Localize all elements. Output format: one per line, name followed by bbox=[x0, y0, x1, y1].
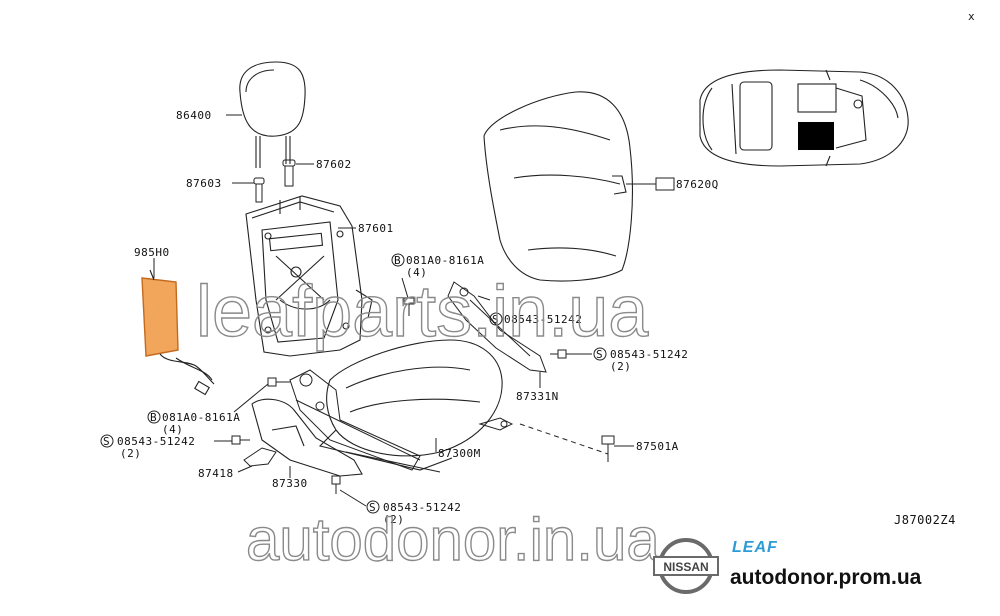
svg-text:S: S bbox=[596, 348, 603, 361]
label-08543-bottom-qty: (2) bbox=[383, 513, 404, 526]
headrest-guide-87603 bbox=[253, 177, 265, 203]
screw-marker-right: S bbox=[593, 347, 607, 361]
bolt-icon-87501A bbox=[601, 435, 615, 462]
label-985H0: 985H0 bbox=[134, 246, 170, 259]
headrest-guide-87602 bbox=[282, 159, 296, 187]
headrest-drawing bbox=[239, 61, 306, 168]
cover-87418 bbox=[243, 447, 277, 467]
label-87330: 87330 bbox=[272, 477, 308, 490]
label-08543-left: 08543-51242 bbox=[117, 435, 195, 448]
leaf-logo: LEAF bbox=[732, 539, 778, 556]
watermark-top: leafparts.in.ua bbox=[196, 272, 649, 352]
label-081A0-top: 081A0-8161A bbox=[406, 254, 484, 267]
side-shield-87330 bbox=[251, 398, 363, 477]
svg-text:S: S bbox=[369, 501, 376, 514]
label-08543-mid: 08543-51242 bbox=[504, 313, 582, 326]
screw-marker-bottom: S bbox=[366, 500, 380, 514]
screw-icon-left bbox=[231, 435, 250, 445]
label-87501A: 87501A bbox=[636, 440, 679, 453]
seatback-trim-drawing bbox=[483, 91, 633, 282]
screw-marker-left: S bbox=[100, 434, 114, 448]
svg-text:B: B bbox=[394, 254, 401, 267]
nissan-logo: NISSAN bbox=[653, 538, 719, 594]
bolt-marker-left: B bbox=[147, 410, 161, 424]
label-87300M: 87300M bbox=[438, 447, 481, 460]
svg-text:B: B bbox=[150, 411, 157, 424]
recliner-bracket-right bbox=[447, 281, 547, 373]
screw-marker-mid: S bbox=[489, 312, 503, 326]
label-08543-right: 08543-51242 bbox=[610, 348, 688, 361]
label-87602: 87602 bbox=[316, 158, 352, 171]
bolt-icon-left bbox=[267, 377, 290, 387]
label-87331N: 87331N bbox=[516, 390, 559, 403]
label-081A0-left-qty: (4) bbox=[162, 423, 183, 436]
car-locator-drawing bbox=[699, 69, 909, 167]
svg-text:S: S bbox=[103, 435, 110, 448]
label-08543-right-qty: (2) bbox=[610, 360, 631, 373]
label-87620Q: 87620Q bbox=[676, 178, 719, 191]
label-87418: 87418 bbox=[198, 467, 234, 480]
seat-adjuster-rail bbox=[289, 369, 514, 471]
bolt-marker-top: B bbox=[391, 253, 405, 267]
label-87601: 87601 bbox=[358, 222, 394, 235]
airbag-harness bbox=[149, 269, 215, 396]
diagram-code: J87002Z4 bbox=[894, 513, 956, 527]
side-airbag-module bbox=[141, 277, 179, 357]
label-081A0-left: 081A0-8161A bbox=[162, 411, 240, 424]
site-url: autodonor.prom.ua bbox=[730, 566, 922, 589]
seat-location-highlight bbox=[798, 122, 834, 150]
label-081A0-top-qty: (4) bbox=[406, 266, 427, 279]
label-87603: 87603 bbox=[186, 177, 222, 190]
label-08543-bottom: 08543-51242 bbox=[383, 501, 461, 514]
label-08543-left-qty: (2) bbox=[120, 447, 141, 460]
svg-text:S: S bbox=[492, 313, 499, 326]
corner-mark: x bbox=[968, 10, 975, 23]
watermark-bottom: autodonor.in.ua bbox=[246, 506, 660, 573]
bolt-icon-top bbox=[403, 297, 415, 316]
seatback-frame-drawing bbox=[245, 195, 373, 357]
svg-text:NISSAN: NISSAN bbox=[663, 560, 708, 574]
screw-icon-bottom bbox=[331, 475, 341, 494]
label-86400: 86400 bbox=[176, 109, 212, 122]
